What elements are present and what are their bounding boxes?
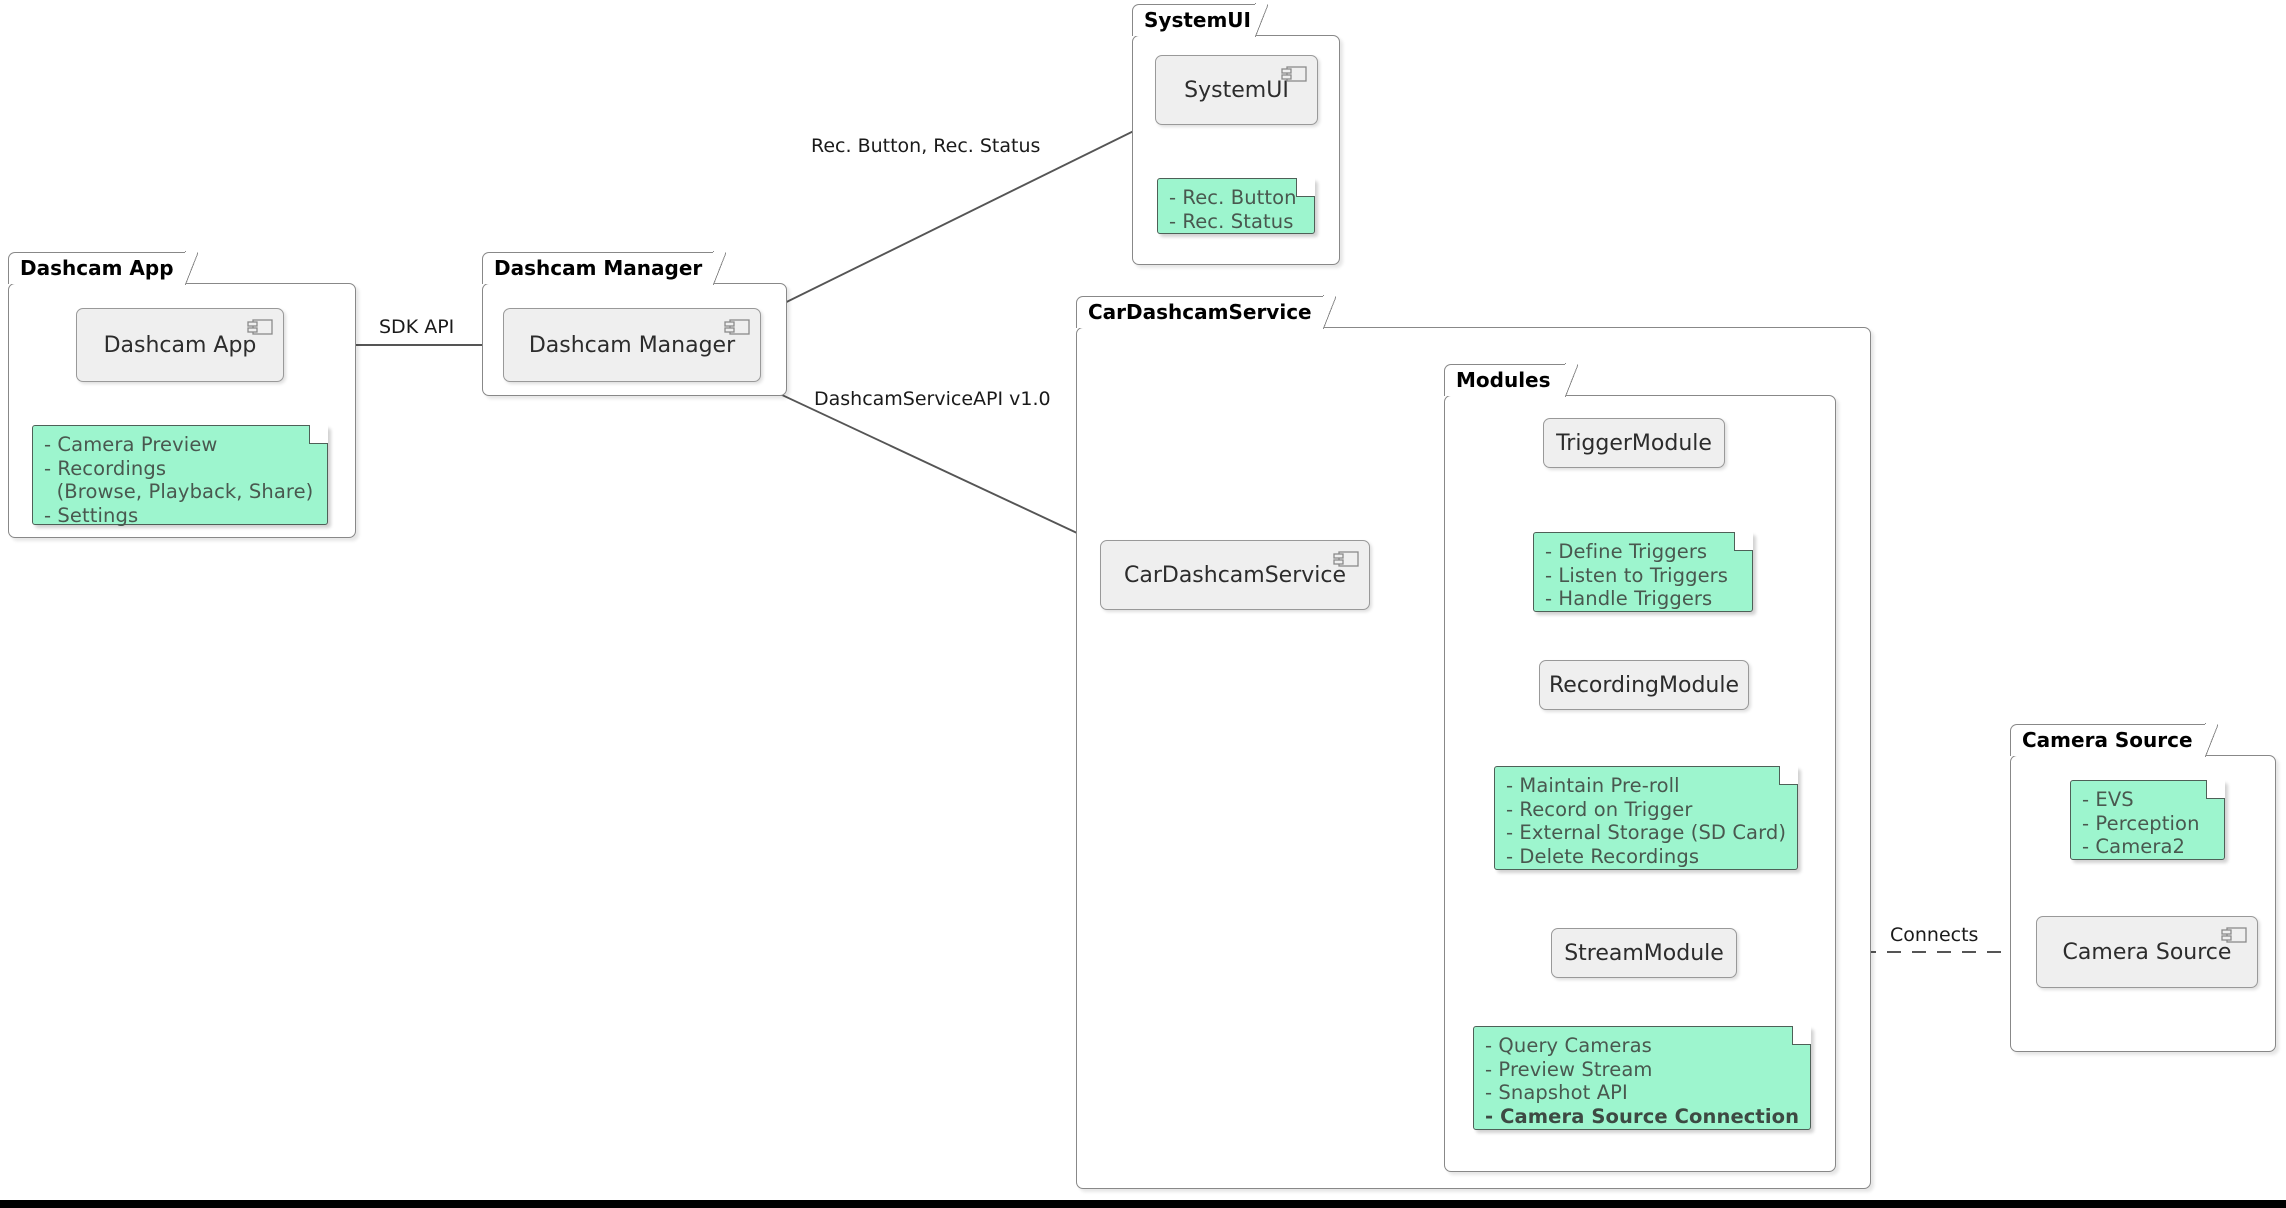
- edge-label-connects: Connects: [1890, 924, 1979, 946]
- edge-label-rec-button-status: Rec. Button, Rec. Status: [811, 135, 1041, 157]
- component-trigger-module[interactable]: TriggerModule: [1543, 418, 1725, 468]
- component-label-dashcam-app: Dashcam App: [103, 332, 257, 358]
- package-title-modules: Modules: [1456, 368, 1551, 392]
- note-text-system-ui: - Rec. Button - Rec. Status: [1169, 186, 1297, 233]
- component-label-trigger-module: TriggerModule: [1556, 430, 1712, 456]
- uml-component-icon: [2221, 927, 2247, 943]
- package-title-camera-source: Camera Source: [2022, 728, 2193, 752]
- note-fold-icon: [1792, 1026, 1811, 1045]
- note-dashcam-app: - Camera Preview - Recordings (Browse, P…: [32, 425, 328, 527]
- note-line-preview-stream: - Preview Stream: [1485, 1057, 1653, 1081]
- component-car-dashcam-service[interactable]: CarDashcamService: [1100, 540, 1370, 610]
- component-dashcam-manager[interactable]: Dashcam Manager: [503, 308, 761, 382]
- note-system-ui: - Rec. Button - Rec. Status: [1157, 178, 1315, 234]
- note-fold-icon: [2206, 780, 2225, 799]
- note-camera-source: - EVS - Perception - Camera2: [2070, 780, 2225, 860]
- package-tab-camera-source: Camera Source: [2010, 723, 2218, 758]
- note-line-query-cameras: - Query Cameras: [1485, 1034, 1652, 1057]
- note-fold-icon: [1779, 766, 1798, 785]
- component-label-stream-module: StreamModule: [1564, 940, 1724, 966]
- package-tab-car-dashcam-service: CarDashcamService: [1076, 295, 1336, 330]
- component-system-ui[interactable]: SystemUI: [1155, 55, 1318, 125]
- note-fold-icon: [309, 425, 328, 444]
- package-tab-system-ui: SystemUI: [1132, 3, 1268, 38]
- component-label-dashcam-manager: Dashcam Manager: [528, 332, 736, 358]
- component-label-camera-source: Camera Source: [2062, 939, 2232, 965]
- note-trigger-module: - Define Triggers - Listen to Triggers -…: [1533, 532, 1753, 612]
- package-title-car-dashcam-service: CarDashcamService: [1088, 300, 1312, 324]
- note-fold-icon: [1734, 532, 1753, 551]
- package-title-dashcam-manager: Dashcam Manager: [494, 256, 703, 280]
- component-stream-module[interactable]: StreamModule: [1551, 928, 1737, 978]
- note-line-camera-source-connection: - Camera Source Connection: [1485, 1104, 1800, 1128]
- note-text-stream-module: - Query Cameras- Preview Stream- Snapsho…: [1485, 1034, 1799, 1128]
- component-recording-module[interactable]: RecordingModule: [1539, 660, 1749, 710]
- edge-label-sdk-api: SDK API: [379, 316, 455, 338]
- note-text-camera-source: - EVS - Perception - Camera2: [2082, 788, 2200, 858]
- package-tab-modules: Modules: [1444, 363, 1578, 398]
- note-stream-module: - Query Cameras- Preview Stream- Snapsho…: [1473, 1026, 1811, 1130]
- note-line-snapshot-api: - Snapshot API: [1485, 1081, 1628, 1104]
- component-label-system-ui: SystemUI: [1184, 77, 1289, 103]
- uml-component-icon: [1333, 551, 1359, 567]
- note-text-recording-module: - Maintain Pre-roll - Record on Trigger …: [1506, 774, 1787, 868]
- uml-component-icon: [1281, 66, 1307, 82]
- note-text-dashcam-app: - Camera Preview - Recordings (Browse, P…: [44, 433, 314, 527]
- package-title-system-ui: SystemUI: [1144, 8, 1251, 32]
- package-title-dashcam-app: Dashcam App: [20, 256, 174, 280]
- note-text-trigger-module: - Define Triggers - Listen to Triggers -…: [1545, 540, 1729, 610]
- component-dashcam-app[interactable]: Dashcam App: [76, 308, 284, 382]
- component-label-car-dashcam-service: CarDashcamService: [1123, 562, 1347, 588]
- note-fold-icon: [1296, 178, 1315, 197]
- component-camera-source[interactable]: Camera Source: [2036, 916, 2258, 988]
- package-tab-dashcam-manager: Dashcam Manager: [482, 251, 726, 286]
- uml-component-icon: [724, 319, 750, 335]
- bottom-black-band: [0, 1200, 2286, 1208]
- edge-label-dashcam-service-api: DashcamServiceAPI v1.0: [814, 388, 1051, 410]
- note-recording-module: - Maintain Pre-roll - Record on Trigger …: [1494, 766, 1798, 870]
- package-tab-dashcam-app: Dashcam App: [8, 251, 198, 286]
- component-label-recording-module: RecordingModule: [1548, 672, 1740, 698]
- uml-component-icon: [247, 319, 273, 335]
